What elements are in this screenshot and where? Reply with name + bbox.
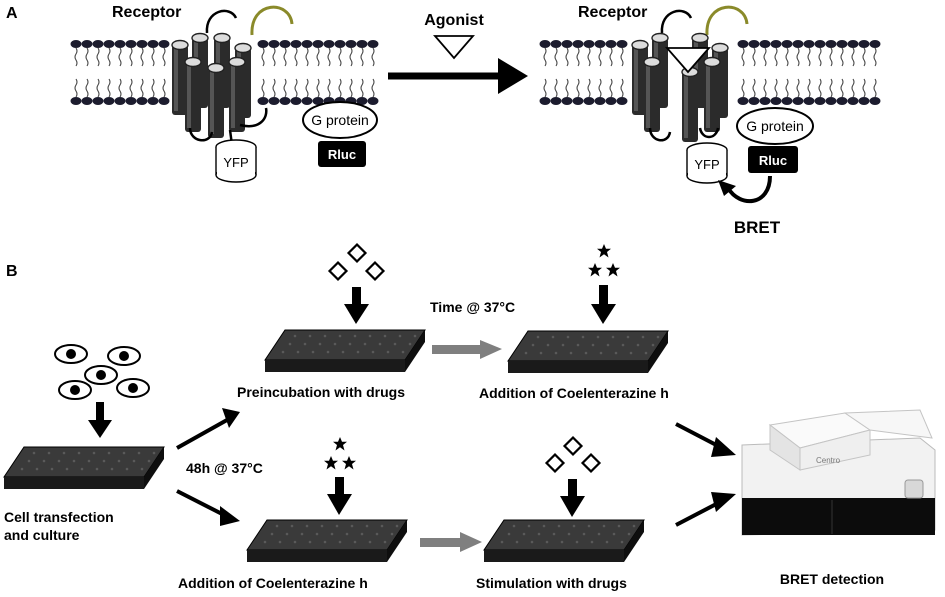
gray-arrow-top [432, 340, 502, 359]
drugs-bottom-down-arrow [560, 479, 585, 517]
rluc-left: Rluc [318, 141, 366, 167]
cells-down-arrow [88, 402, 112, 438]
time-label: Time @ 37°C [430, 299, 515, 315]
arrow-to-preincubation [176, 408, 240, 450]
rluc-right: Rluc [748, 146, 798, 173]
stars-bottom-down-arrow [327, 477, 352, 515]
arrow-bottom-to-reader [675, 492, 736, 527]
panel-b-label: B [6, 263, 18, 280]
agonist-label: Agonist [424, 12, 484, 29]
plate-addition-bottom [246, 519, 408, 563]
stimulation-label: Stimulation with drugs [476, 575, 627, 591]
cell-transfection-label-1: Cell transfection [4, 509, 114, 525]
g-protein-right: G protein [736, 107, 814, 145]
left-receptor-label: Receptor [112, 4, 181, 21]
bound-agonist-triangle [665, 47, 711, 74]
g-protein-left: G protein [302, 101, 378, 139]
bret-curved-arrow [718, 175, 772, 204]
arrow-to-addition-bottom [176, 489, 240, 526]
drug-diamonds-top [328, 243, 385, 281]
bret-detection-label: BRET detection [780, 571, 884, 587]
addition-top-label: Addition of Coelenterazine h [479, 385, 669, 401]
incubation-label: 48h @ 37°C [186, 460, 263, 476]
yfp-left: YFP [215, 139, 257, 183]
plate-preincubation [264, 329, 426, 373]
bret-reader-device: Centro [741, 409, 936, 536]
coelenterazine-stars-bottom [324, 437, 356, 470]
yfp-right: YFP [686, 142, 728, 184]
activation-arrow [388, 58, 528, 94]
yfp-right-label: YFP [694, 157, 719, 172]
addition-bottom-label: Addition of Coelenterazine h [178, 575, 368, 591]
preincubation-label: Preincubation with drugs [237, 384, 405, 400]
cell-transfection-label-2: and culture [4, 527, 80, 543]
drugs-top-down-arrow [344, 287, 369, 324]
panel-a-label: A [6, 5, 18, 22]
plate-cell-culture [3, 446, 165, 490]
right-receptor-label: Receptor [578, 4, 647, 21]
yfp-left-label: YFP [223, 155, 248, 170]
arrow-top-to-reader [675, 422, 736, 457]
rluc-left-label: Rluc [328, 147, 356, 162]
device-brand-label: Centro [816, 456, 841, 465]
agonist-triangle [433, 35, 475, 60]
g-protein-left-label: G protein [311, 112, 369, 128]
plate-addition-top [507, 330, 669, 374]
stars-top-down-arrow [591, 285, 616, 324]
coelenterazine-stars-top [588, 244, 620, 277]
gray-arrow-bottom [420, 532, 482, 552]
plate-stimulation [483, 519, 645, 563]
left-receptor [171, 5, 294, 146]
rluc-right-label: Rluc [759, 153, 787, 168]
g-protein-right-label: G protein [746, 118, 804, 134]
transfected-cells [54, 344, 150, 400]
right-receptor [631, 5, 749, 143]
bret-label: BRET [734, 218, 781, 237]
drug-diamonds-bottom [545, 436, 601, 473]
